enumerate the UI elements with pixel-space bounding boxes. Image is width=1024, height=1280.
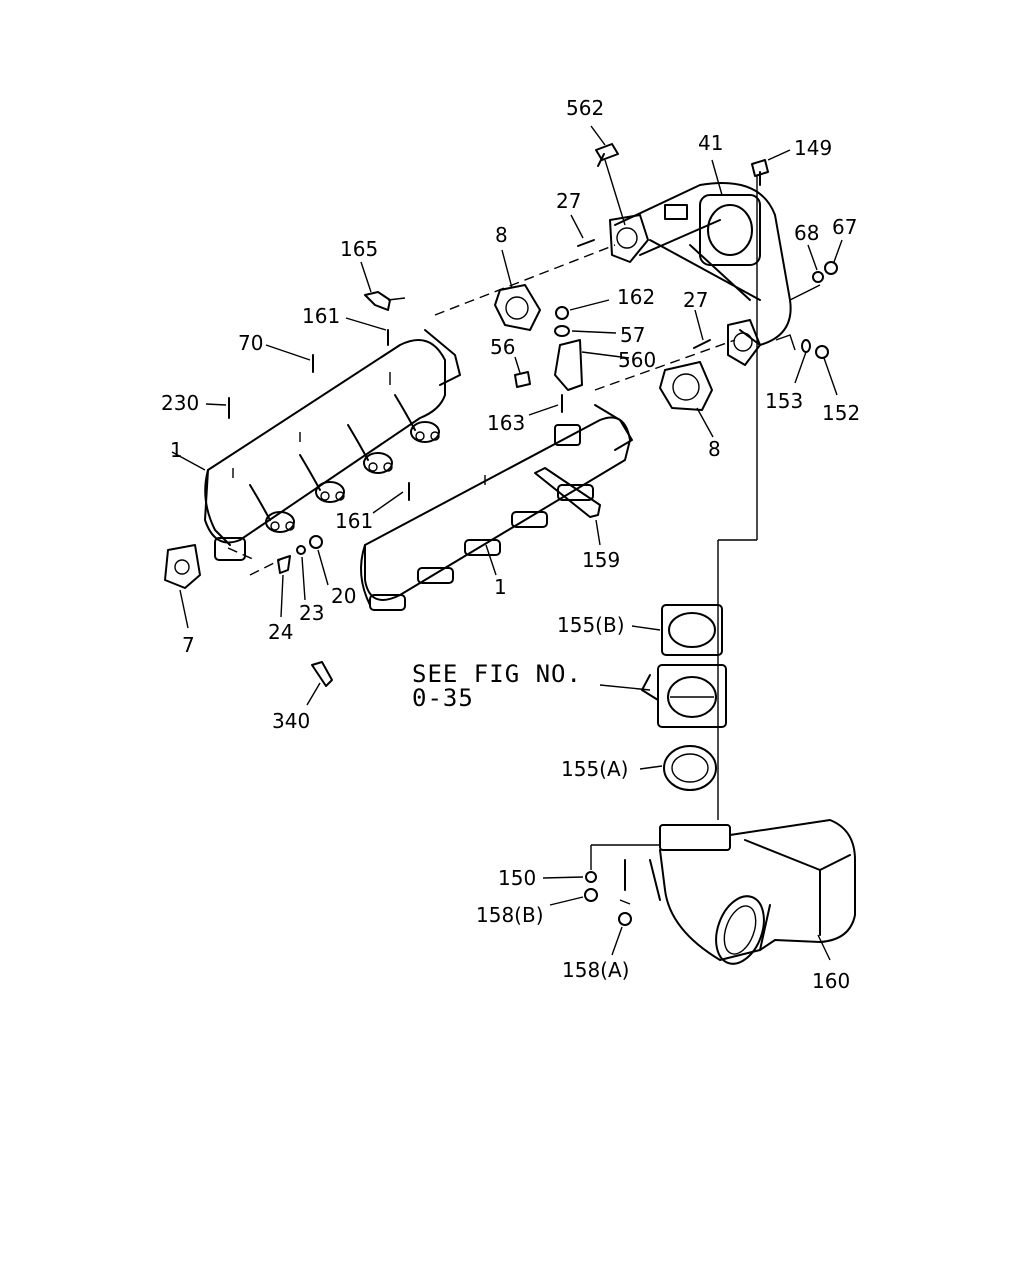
- nut-162: [555, 306, 569, 320]
- gasket-lower: [659, 361, 713, 411]
- washer-57: [554, 325, 570, 337]
- callout-162: 162: [617, 285, 655, 309]
- stud-27-upper: [577, 239, 595, 247]
- front-exhaust-manifold: [204, 329, 461, 561]
- fitting-340: [311, 661, 333, 687]
- callout-41: 41: [698, 131, 723, 155]
- rear-exhaust-manifold: [360, 404, 633, 611]
- note-line-2: 0-35: [412, 684, 474, 712]
- nut-67: [824, 261, 838, 275]
- callout-153: 153: [765, 389, 803, 413]
- callout-562: 562: [566, 96, 604, 120]
- callout-150: 150: [498, 866, 536, 890]
- callout-152: 152: [822, 401, 860, 425]
- callout-161-upper: 161: [302, 304, 340, 328]
- callout-20: 20: [331, 584, 356, 608]
- nut-68: [812, 271, 824, 283]
- callout-27-upper: 27: [556, 189, 581, 213]
- nut-158a: [618, 899, 632, 926]
- callout-165: 165: [340, 237, 378, 261]
- bracket-560: [554, 339, 583, 391]
- leader-lines: [171, 125, 843, 961]
- exhaust-brake-gasket-b: [661, 604, 723, 656]
- washer-150: [585, 871, 597, 883]
- callout-149: 149: [794, 136, 832, 160]
- exhaust-brake-gasket-a: [663, 745, 717, 791]
- callout-230: 230: [161, 391, 199, 415]
- nut-20: [309, 535, 323, 549]
- assembly-lines: [227, 175, 821, 870]
- callout-160: 160: [812, 969, 850, 993]
- gasket-upper: [494, 284, 541, 331]
- bolt-149: [751, 159, 769, 186]
- bolt-56: [514, 371, 531, 388]
- callout-161-lower: 161: [335, 509, 373, 533]
- callout-56: 56: [490, 335, 515, 359]
- callout-159: 159: [582, 548, 620, 572]
- callout-1-lower: 1: [494, 575, 507, 599]
- callout-labels: 562 41 149 27 8 165 68 67 161 162 27 70 …: [161, 96, 860, 993]
- nut-158b: [584, 888, 598, 902]
- gasket-7: [164, 544, 201, 589]
- stud-24: [277, 555, 291, 574]
- washer-23: [296, 545, 306, 555]
- callout-155-a: 155(A): [561, 757, 628, 781]
- stud-27-lower: [693, 339, 711, 349]
- clip-153: [801, 339, 811, 353]
- callout-1-upper: 1: [170, 438, 183, 462]
- callout-70: 70: [238, 331, 263, 355]
- callout-158-b: 158(B): [476, 903, 544, 927]
- callout-23: 23: [299, 601, 324, 625]
- bracket-165: [364, 291, 406, 311]
- callout-163: 163: [487, 411, 525, 435]
- sensor-159: [534, 467, 601, 518]
- callout-560: 560: [618, 348, 656, 372]
- bolt-562: [595, 143, 619, 167]
- nut-152: [815, 345, 829, 359]
- callout-24: 24: [268, 620, 293, 644]
- callout-8-upper: 8: [495, 223, 508, 247]
- exhaust-brake-valve: [641, 664, 727, 728]
- callout-155-b: 155(B): [557, 613, 625, 637]
- callout-27-lower: 27: [683, 288, 708, 312]
- callout-68: 68: [794, 221, 819, 245]
- callout-67: 67: [832, 215, 857, 239]
- crossover-pipe: [609, 182, 796, 366]
- callout-340: 340: [272, 709, 310, 733]
- callout-57: 57: [620, 323, 645, 347]
- callout-158-a: 158(A): [562, 958, 629, 982]
- figure-reference-note: SEE FIG NO. 0-35: [412, 660, 582, 712]
- callout-8-lower: 8: [708, 437, 721, 461]
- exhaust-elbow-pipe: [649, 819, 856, 965]
- note-line-1: SEE FIG NO.: [412, 660, 582, 688]
- callout-7: 7: [182, 633, 195, 657]
